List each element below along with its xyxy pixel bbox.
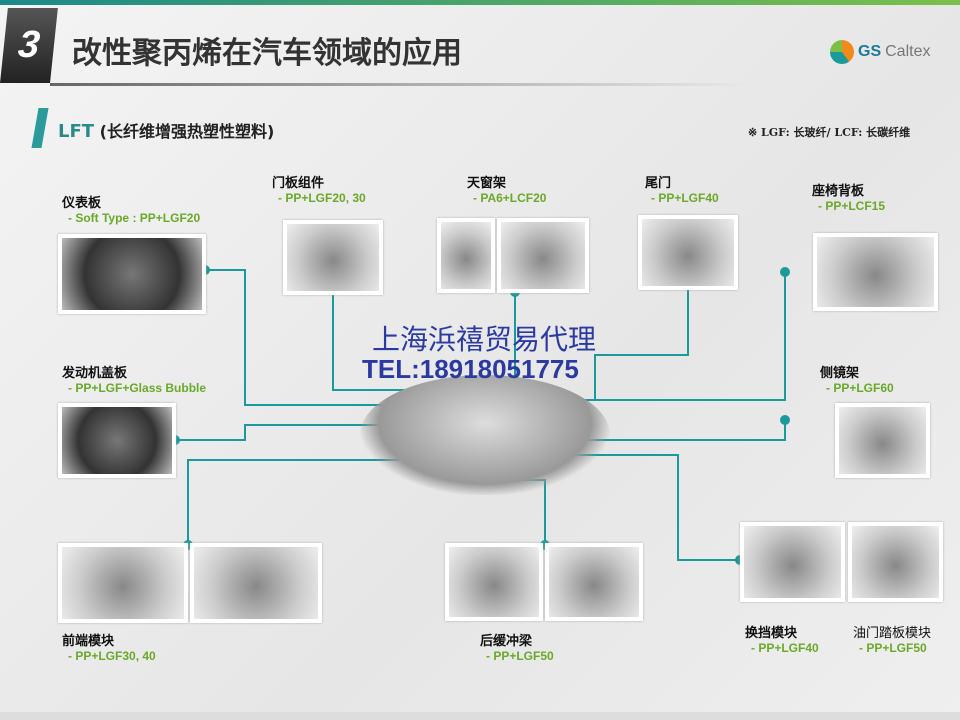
part-photo (58, 234, 206, 314)
part-label: 尾门- PP+LGF40 (645, 176, 719, 205)
part-photo (58, 543, 188, 623)
part-photo (283, 220, 383, 295)
part-photo (437, 218, 495, 293)
part-photo (638, 215, 738, 290)
part-label: 换挡模块- PP+LGF40 (745, 626, 819, 655)
section-prefix: LFT (58, 121, 95, 142)
part-photo (58, 403, 176, 478)
part-label: 侧镜架- PP+LGF60 (820, 366, 894, 395)
logo-icon (830, 40, 854, 64)
part-photo (190, 543, 322, 623)
logo-text: Caltex (885, 43, 931, 60)
part-photo (813, 233, 938, 311)
part-label: 门板组件- PP+LGF20, 30 (272, 176, 366, 205)
part-label: 天窗架- PA6+LCF20 (467, 176, 547, 205)
part-label: 座椅背板- PP+LCF15 (812, 184, 886, 213)
part-label: 后缓冲梁- PP+LGF50 (480, 634, 554, 663)
part-photo (848, 522, 943, 602)
watermark-phone: TEL:18918051775 (362, 354, 579, 384)
part-photo (445, 543, 543, 621)
abbreviation-note: ※ LGF: 长玻纤/ LCF: 长碳纤维 (748, 126, 911, 139)
part-photo (740, 522, 845, 602)
page-title: 改性聚丙烯在汽车领域的应用 (72, 36, 462, 71)
part-label: 油门踏板模块- PP+LGF50 (853, 626, 932, 655)
part-photo (497, 218, 589, 293)
logo-bold: GS (858, 43, 882, 60)
top-accent-bar (0, 0, 960, 5)
part-photo (545, 543, 643, 621)
part-label: 前端模块- PP+LGF30, 40 (62, 634, 156, 663)
car-cutaway-image (360, 375, 610, 495)
part-photo (835, 403, 930, 478)
divider (50, 83, 750, 86)
part-label: 发动机盖板- PP+LGF+Glass Bubble (62, 366, 207, 395)
footer-bar (0, 712, 960, 720)
section-title: LFT (长纤维增强热塑性塑料) (58, 118, 274, 142)
section-subtitle: (长纤维增强热塑性塑料) (99, 122, 275, 141)
part-label: 仪表板- Soft Type : PP+LGF20 (62, 196, 201, 225)
watermark-company: 上海浜禧贸易代理 (372, 323, 597, 356)
